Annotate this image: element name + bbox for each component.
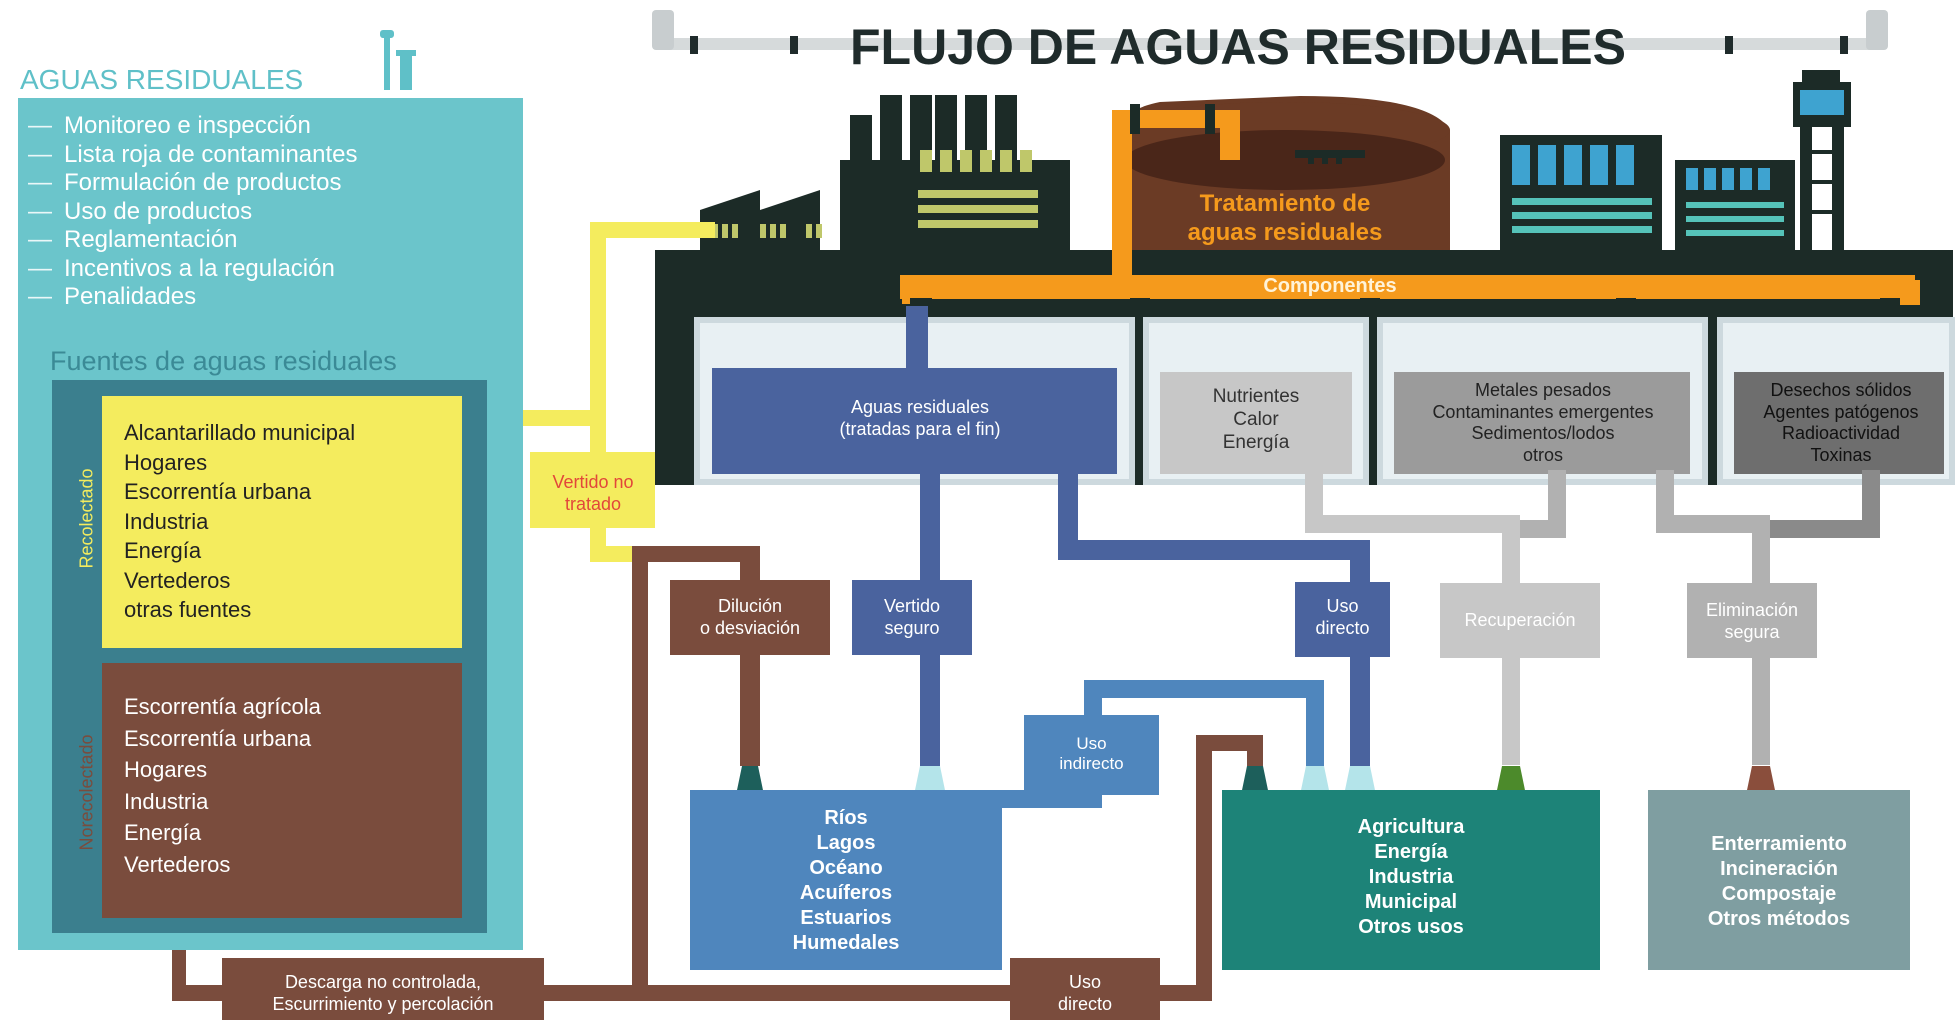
- recovery-label: Recuperación: [1464, 610, 1576, 630]
- list-item: Hogares: [124, 449, 208, 475]
- uncollected-label: Norecolectado: [76, 734, 97, 851]
- factory-left-windows: [712, 150, 1038, 238]
- list-item: Industria: [124, 508, 209, 534]
- list-item: Vertederos: [124, 567, 231, 593]
- list-item: Industria: [124, 788, 209, 814]
- list-item: Energía: [124, 538, 202, 563]
- list-item: Energía: [124, 820, 202, 845]
- direct-use-bottom-label: Uso directo: [1057, 972, 1113, 1014]
- page-title: FLUJO DE AGUAS RESIDUALES: [850, 19, 1627, 75]
- title-pipe: [652, 10, 1888, 54]
- dilution-label: Dilución o desviación: [699, 596, 801, 638]
- list-item: Hogares: [124, 757, 208, 782]
- safe-discharge-label: Vertido seguro: [883, 596, 941, 638]
- components-label: Componentes: [1263, 275, 1397, 297]
- faucet-icon: [380, 30, 416, 90]
- treated-water-label: Aguas residuales (tratadas para el fin): [839, 397, 1001, 439]
- list-item: Uso de productos: [28, 198, 358, 227]
- uncontrolled-discharge-label: Descarga no controlada, Escurrimiento y …: [272, 972, 494, 1014]
- collected-label: Recolectado: [76, 468, 97, 569]
- list-item: Formulación de productos: [28, 169, 358, 198]
- heavy-metals-label: Metales pesados Contaminantes emergentes…: [1432, 380, 1654, 465]
- list-item: Vertederos: [124, 851, 231, 877]
- water-bodies-list: Ríos Lagos Océano Acuíferos Estuarios Hu…: [792, 807, 900, 954]
- uses-box: [1222, 790, 1600, 970]
- direct-use-top-label: Uso directo: [1315, 596, 1370, 638]
- brown-pipes: [172, 546, 1263, 1020]
- tanks: [694, 306, 1955, 485]
- left-panel-title: AGUAS RESIDUALES: [20, 64, 304, 95]
- regulation-list: Monitoreo e inspección Lista roja de con…: [28, 112, 358, 312]
- disposal-box: [1648, 790, 1910, 970]
- orange-pipes: [900, 104, 1920, 306]
- nozzles: [736, 766, 1776, 795]
- list-item: Monitoreo e inspección: [28, 112, 358, 141]
- list-item: Escorrentía urbana: [124, 725, 312, 751]
- safe-disposal-label: Eliminación segura: [1705, 600, 1799, 642]
- treatment-plant: [1120, 96, 1450, 250]
- disposal-list: Enterramiento Incineración Compostaje Ot…: [1707, 833, 1851, 930]
- water-bodies-box: [690, 790, 1002, 970]
- list-item: Reglamentación: [28, 226, 358, 255]
- buildings-right: [1500, 70, 1851, 250]
- list-item: Penalidades: [28, 283, 358, 312]
- blue-pipes: [852, 470, 1390, 808]
- untreated-discharge-label: Vertido no tratado: [552, 472, 634, 514]
- uncollected-sources-box: Escorrentía agrícola Escorrentía urbana …: [102, 663, 462, 918]
- grey-pipes: [1305, 470, 1880, 765]
- treatment-plant-label: Tratamiento de aguas residuales: [1187, 190, 1383, 246]
- nutrients-label: Nutrientes Calor Energía: [1212, 386, 1300, 453]
- indirect-use-label: Uso indirecto: [1059, 734, 1124, 774]
- list-item: otras fuentes: [124, 597, 252, 622]
- sources-title: Fuentes de aguas residuales: [50, 346, 397, 376]
- uses-list: Agricultura Energía Industria Municipal …: [1357, 816, 1465, 938]
- list-item: Alcantarillado municipal: [124, 420, 356, 445]
- list-item: Incentivos a la regulación: [28, 255, 358, 284]
- list-item: Lista roja de contaminantes: [28, 141, 358, 170]
- collected-sources-box: Alcantarillado municipal Hogares Escorre…: [102, 396, 462, 648]
- list-item: Escorrentía urbana: [124, 479, 312, 504]
- list-item: Escorrentía agrícola: [124, 694, 321, 719]
- solid-waste-label: Desechos sólidos Agentes patógenos Radio…: [1763, 380, 1919, 465]
